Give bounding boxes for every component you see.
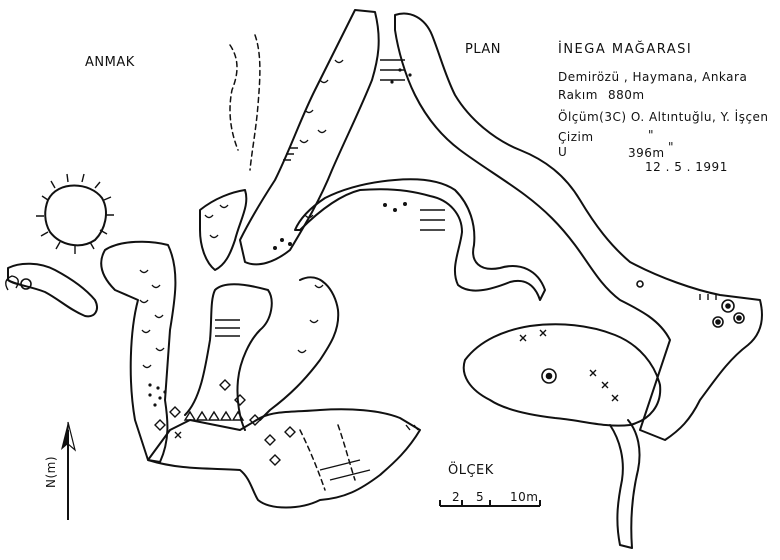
cross-symbols [174, 329, 619, 439]
altitude-value: 880m [608, 88, 645, 102]
curl-symbol [5, 275, 19, 291]
left-chamber-outline [100, 240, 177, 463]
hatch-lines [215, 59, 445, 481]
dot-clusters [148, 68, 412, 407]
top-right-passage [394, 12, 763, 441]
entrance-marker-icon [541, 368, 557, 384]
triangle-symbols [183, 410, 245, 421]
drawing-ditto: " [648, 128, 655, 142]
marker-ring [721, 299, 735, 313]
length-value: 396m [628, 146, 665, 160]
scale-tick-5: 5 [476, 490, 485, 504]
scale-bar-icon [439, 500, 541, 507]
scale-tick-10: 10m [510, 490, 539, 504]
bottom-right-passage [609, 419, 641, 549]
central-passage-right [259, 276, 340, 421]
spiky-entrance [44, 184, 107, 247]
lower-chamber-outline [147, 408, 421, 509]
boulder-symbols [154, 379, 296, 466]
plan-label: PLAN [465, 42, 501, 57]
altitude-label: Rakım [558, 88, 598, 102]
dashed-outline-1 [229, 44, 239, 151]
scale-tick-2: 2 [452, 490, 461, 504]
wave-symbols [139, 59, 344, 369]
step-marks [283, 147, 717, 431]
drawing-label: Çizim [558, 130, 594, 144]
cave-title: İNEGA MAĞARASI [558, 42, 693, 57]
left-entrance-arm [7, 262, 98, 318]
right-chamber-outline [462, 323, 662, 427]
north-arrow-icon [61, 421, 77, 520]
survey-text: Ölçüm(3C) O. Altıntuğlu, Y. İşçen [558, 110, 769, 124]
scale-title: ÖLÇEK [448, 463, 494, 478]
location-text: Demirözü , Haymana, Ankara [558, 70, 748, 84]
left-wiggle-passage [199, 189, 248, 271]
central-passage-left [184, 283, 273, 431]
length-ditto: " [668, 140, 675, 154]
anmak-label: ANMAK [85, 55, 135, 70]
upper-passage [239, 9, 380, 266]
dashed-outline-4 [337, 424, 356, 481]
dashed-outline-3 [299, 429, 326, 491]
length-label: U [558, 145, 568, 159]
north-label: N(m) [44, 455, 58, 488]
entrance-spikes [36, 173, 114, 254]
middle-arch-passage [294, 178, 546, 301]
survey-date: 12 . 5 . 1991 [645, 160, 728, 174]
dashed-outline-2 [249, 34, 261, 171]
